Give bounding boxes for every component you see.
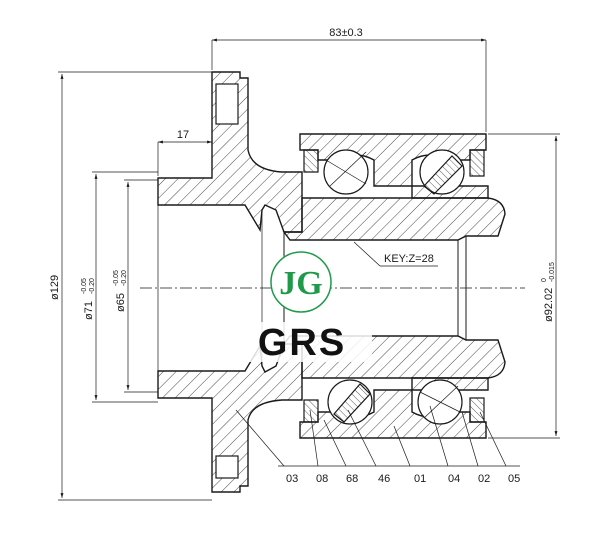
hub-upper-section bbox=[157, 71, 303, 233]
cage-upper bbox=[423, 155, 463, 195]
spline-leader bbox=[353, 241, 381, 267]
dim-flange-diameter: ø129 bbox=[49, 275, 61, 300]
svg-text:0: 0 bbox=[541, 278, 548, 282]
callout-05: 05 bbox=[508, 473, 520, 485]
svg-text:-0.05: -0.05 bbox=[113, 270, 120, 286]
seal-right-upper bbox=[469, 149, 485, 177]
seal-left-lower bbox=[303, 399, 319, 423]
dim-bore-diameter: ø65 -0.05 -0.20 bbox=[113, 270, 128, 312]
seal-right-lower bbox=[469, 397, 485, 423]
jg-logo: JG bbox=[270, 251, 332, 313]
svg-text:-0.20: -0.20 bbox=[89, 278, 96, 294]
bolt-hole-upper bbox=[215, 83, 239, 125]
part-callout-labels: 03 08 68 46 01 04 02 05 bbox=[286, 473, 520, 485]
callout-04: 04 bbox=[448, 473, 460, 485]
cage-lower bbox=[333, 383, 371, 423]
inner-sleeve-upper bbox=[282, 197, 506, 241]
callout-46: 46 bbox=[378, 473, 390, 485]
svg-text:-0.20: -0.20 bbox=[121, 270, 128, 286]
callout-08: 08 bbox=[316, 473, 328, 485]
callout-02: 02 bbox=[478, 473, 490, 485]
svg-text:-0.05: -0.05 bbox=[81, 278, 88, 294]
svg-text:ø71: ø71 bbox=[83, 301, 95, 320]
dim-pilot-diameter: ø71 -0.05 -0.20 bbox=[81, 278, 96, 320]
bolt-hole-lower bbox=[215, 455, 239, 479]
callout-03: 03 bbox=[286, 473, 298, 485]
hub-lower-section bbox=[157, 343, 303, 493]
callout-01: 01 bbox=[414, 473, 426, 485]
dim-outer-diameter: ø92.02 0 -0.015 bbox=[541, 262, 556, 322]
svg-text:ø92.02: ø92.02 bbox=[543, 288, 555, 322]
svg-text:ø65: ø65 bbox=[115, 293, 127, 312]
spline-key-label: KEY:Z=28 bbox=[384, 253, 434, 265]
seal-left-upper bbox=[303, 149, 319, 173]
dim-overall-length: 83±0.3 bbox=[329, 27, 363, 39]
dim-flange-offset: 17 bbox=[177, 129, 189, 141]
svg-text:JG: JG bbox=[279, 265, 322, 302]
svg-text:GRS: GRS bbox=[258, 322, 346, 364]
callout-leaders bbox=[235, 405, 520, 467]
svg-text:-0.015: -0.015 bbox=[549, 262, 556, 282]
callout-68: 68 bbox=[346, 473, 358, 485]
grs-logo: GRS bbox=[232, 322, 372, 364]
